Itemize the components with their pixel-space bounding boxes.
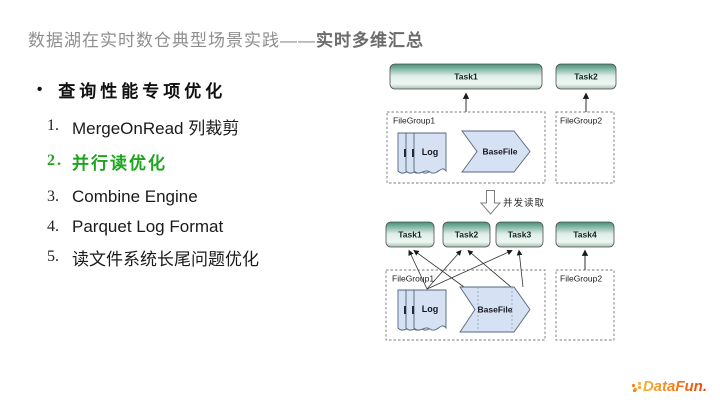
- task-box: [389, 63, 543, 90]
- filegroup-box: [385, 269, 546, 341]
- task-label: Task2: [574, 72, 598, 82]
- list-item-5: 5. 读文件系统长尾问题优化: [47, 247, 259, 269]
- list-item-text: 并行读优化: [72, 153, 167, 173]
- list-item-text: Combine Engine: [72, 187, 198, 206]
- filegroup-label: FileGroup1: [392, 274, 434, 284]
- task-label: Task4: [573, 230, 597, 240]
- list-item-text: Parquet Log Format: [72, 217, 224, 236]
- list-header: • 查询性能专项优化: [37, 77, 226, 102]
- diagram-bottom: Task1 Task2 Task3 Task4 FileGroup1 FileG…: [385, 221, 615, 341]
- basefile-label: BaseFile: [478, 305, 513, 315]
- list-item-number: 4.: [47, 218, 59, 235]
- datafun-logo-text: DataFun.: [642, 378, 707, 395]
- list-item-text: 读文件系统长尾问题优化: [72, 249, 259, 269]
- concurrent-read-indicator: 并发读取: [479, 190, 545, 215]
- basefile-shape: [459, 286, 531, 333]
- slide-title: 数据湖在实时数仓典型场景实践——实时多维汇总: [28, 26, 424, 51]
- task-label: Task3: [508, 230, 532, 240]
- filegroup-label: FileGroup2: [560, 116, 602, 126]
- basefile-shape: [461, 130, 531, 173]
- log-files-shape: [397, 132, 447, 174]
- arrow-log-task3: [426, 249, 513, 290]
- list-header-text: 查询性能专项优化: [58, 82, 227, 101]
- down-arrow-icon: [479, 190, 502, 215]
- list-item-2: 2. 并行读优化: [47, 151, 167, 173]
- list-item-text: MergeOnRead 列裁剪: [72, 118, 240, 138]
- filegroup-box: [386, 111, 546, 184]
- log-label: Log: [422, 147, 439, 157]
- slide-title-normal: 数据湖在实时数仓典型场景实践——: [28, 31, 316, 50]
- task-box: [495, 221, 544, 248]
- slide-title-emphasis: 实时多维汇总: [316, 31, 424, 50]
- task-box: [385, 221, 435, 248]
- task-label: Task1: [454, 72, 478, 82]
- filegroup-label: FileGroup2: [560, 274, 602, 284]
- datafun-logo: DataFun.: [630, 378, 707, 395]
- task-box: [442, 221, 491, 248]
- task-label: Task2: [455, 230, 479, 240]
- log-label: Log: [422, 304, 439, 314]
- list-item-3: 3. Combine Engine: [47, 187, 198, 207]
- filegroup-box: [555, 111, 615, 184]
- list-item-1: 1. MergeOnRead 列裁剪: [47, 116, 240, 138]
- task-label: Task1: [398, 230, 422, 240]
- task-box: [555, 221, 615, 248]
- basefile-label: BaseFile: [483, 147, 518, 157]
- arrow-basefile-task1: [413, 250, 465, 288]
- hudi-read-diagram: Task1 Task2 FileGroup1 FileGroup2 Log Ba…: [385, 63, 617, 341]
- concurrent-read-label: 并发读取: [503, 197, 545, 209]
- arrow-basefile-task3: [516, 249, 524, 288]
- arrow-log-task2: [426, 249, 462, 290]
- list-item-number: 3.: [47, 188, 59, 205]
- task-box: [555, 63, 617, 90]
- list-item-number: 5.: [47, 248, 59, 265]
- diagram-top: Task1 Task2 FileGroup1 FileGroup2 Log Ba…: [386, 63, 617, 184]
- bullet-icon: •: [37, 81, 43, 98]
- datafun-dots-icon: [630, 380, 643, 394]
- list-item-4: 4. Parquet Log Format: [47, 217, 223, 237]
- arrow-log-task1: [408, 249, 428, 290]
- filegroup-label: FileGroup1: [393, 116, 435, 126]
- list-item-number: 2.: [47, 152, 63, 169]
- list-item-number: 1.: [47, 117, 59, 134]
- log-files-shape: [397, 289, 447, 331]
- arrow-basefile-task2: [467, 249, 512, 288]
